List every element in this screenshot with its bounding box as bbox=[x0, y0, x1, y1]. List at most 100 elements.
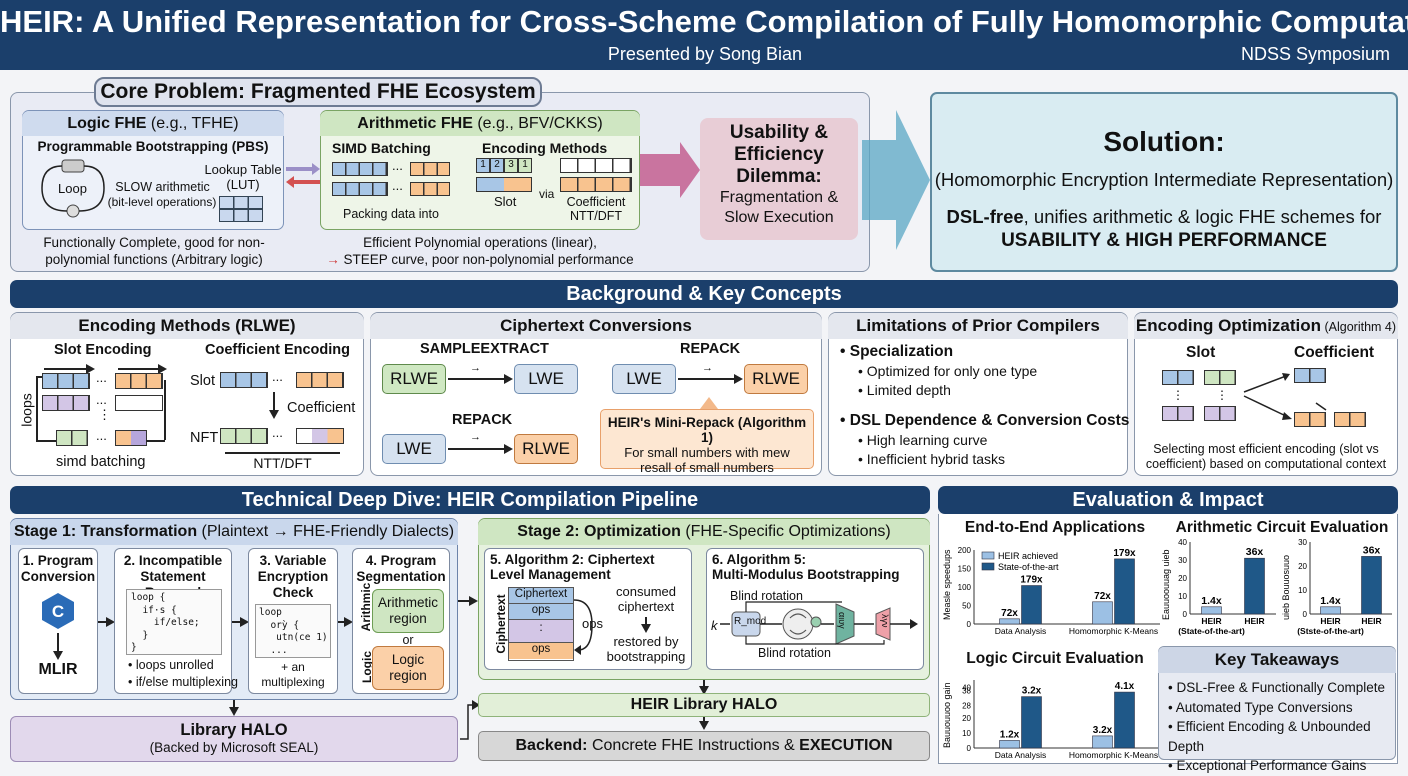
logic-fhe-desc: Functionally Complete, good for non-poly… bbox=[43, 235, 265, 267]
background-title-bar: Background & Key Concepts bbox=[10, 280, 1398, 308]
x-tick-label: HEIR bbox=[1201, 616, 1221, 626]
limitations-panel bbox=[828, 312, 1128, 476]
x-tick-label: HEIR bbox=[1361, 616, 1381, 626]
y-tick-label: 150 bbox=[958, 565, 972, 574]
y-tick-label: 10 bbox=[1298, 586, 1307, 595]
x-tick-sublabel: (State-of-the-art) bbox=[1178, 626, 1245, 636]
code-snippet-2: loop orỳ { utn(ce 1) ... bbox=[255, 604, 331, 658]
solution-sub: (Homomorphic Encryption Intermediate Rep… bbox=[934, 169, 1394, 190]
bar-value-label: 1.2x bbox=[1000, 729, 1020, 740]
backend-box: Backend: Concrete FHE Instructions & EXE… bbox=[478, 731, 930, 761]
takeaway-item: • Automated Type Conversions bbox=[1168, 699, 1353, 715]
page-title: HEIR: A Unified Representation for Cross… bbox=[0, 4, 1408, 39]
y-tick-label: 28 bbox=[962, 702, 971, 711]
legend-label: State-of-the-art bbox=[998, 562, 1059, 572]
x-tick-label: Data Analysis bbox=[995, 626, 1047, 636]
bar bbox=[1201, 606, 1222, 615]
scheme-conversion-arrows bbox=[286, 163, 320, 188]
takeaway-item: • Exceptional Performance Gains bbox=[1168, 758, 1367, 773]
header-banner: HEIR: A Unified Representation for Cross… bbox=[0, 0, 1408, 70]
solution-panel bbox=[930, 92, 1398, 272]
y-tick-label: 20 bbox=[1178, 574, 1187, 583]
takeaway-list: • DSL-Free & Functionally Complete • Aut… bbox=[1168, 678, 1408, 776]
y-tick-label: 20 bbox=[962, 714, 971, 723]
chart-arith-2: 0102030HEIR(Stste-of-the-art)HEIR1.4x36x… bbox=[1281, 538, 1392, 636]
bar-value-label: 72x bbox=[1094, 591, 1111, 602]
rlwe-box-1: RLWE bbox=[382, 364, 446, 394]
lut-label: Lookup Table(LUT) bbox=[204, 162, 282, 192]
loop-diagram bbox=[41, 159, 105, 218]
bar bbox=[1021, 696, 1042, 749]
legend-label: HEIR achieved bbox=[998, 551, 1058, 561]
y-tick-label: 40 bbox=[962, 684, 971, 693]
pbs-label: Programmable Bootstrapping (PBS) bbox=[37, 139, 269, 154]
bar bbox=[1361, 556, 1382, 615]
encoding-optimization-panel bbox=[1134, 312, 1398, 476]
code-snippet-1: loop { if·s { if/else; }} bbox=[126, 589, 222, 655]
bar-value-label: 3.2x bbox=[1022, 686, 1042, 697]
dilemma-box: Usability & Efficiency Dilemma: Fragment… bbox=[700, 118, 858, 240]
bar-value-label: 36x bbox=[1363, 544, 1381, 556]
optimization-arrows bbox=[1243, 373, 1327, 420]
mlir-label: MLIR bbox=[38, 661, 78, 678]
takeaway-item: • Efficient Encoding & Unbounded Depth bbox=[1168, 719, 1371, 754]
cpp-logo-icon: C bbox=[42, 593, 74, 629]
x-tick-label: HEIR bbox=[1320, 616, 1340, 626]
chart-e2e-ylabel: Measle speedups bbox=[942, 549, 952, 620]
evaluation-title-bar: Evaluation & Impact bbox=[938, 486, 1398, 514]
y-tick-label: 40 bbox=[1178, 538, 1187, 547]
simd-label: SIMD Batching bbox=[332, 140, 431, 156]
bar-value-label: 4.1x bbox=[1115, 681, 1135, 692]
presenter: Presented by Song Bian bbox=[607, 44, 803, 64]
rlwe-box-3: RLWE bbox=[514, 434, 578, 464]
solution-title: Solution: bbox=[1103, 126, 1225, 157]
lwe-box-3: LWE bbox=[382, 434, 446, 464]
bar-value-label: 72x bbox=[1001, 608, 1018, 619]
y-tick-label: 30 bbox=[1298, 538, 1307, 547]
y-tick-label: 10 bbox=[1178, 592, 1187, 601]
x-tick-sublabel: (Stste-of-the-art) bbox=[1297, 626, 1364, 636]
solution-arrow bbox=[862, 110, 930, 250]
chart-arith-1: 010203040HEIR(State-of-the-art)HEIR1.4x3… bbox=[1161, 538, 1276, 636]
legend-swatch bbox=[981, 562, 995, 571]
y-tick-label: 38 bbox=[962, 687, 971, 696]
legend-swatch bbox=[981, 551, 995, 560]
arith-fhe-title: Arithmetic FHE (e.g., BFV/CKKS) bbox=[320, 111, 640, 136]
bar-value-label: 179x bbox=[1020, 575, 1043, 586]
loop-label: Loop bbox=[58, 181, 87, 196]
bar bbox=[1021, 585, 1042, 625]
rlwe-box-2: RLWE bbox=[744, 364, 808, 394]
bar-value-label: 179x bbox=[1113, 548, 1136, 559]
bar bbox=[1114, 558, 1135, 625]
x-tick-label: Data Analysis bbox=[995, 750, 1047, 760]
encoding-methods-panel bbox=[10, 312, 364, 476]
bar bbox=[1092, 601, 1113, 625]
y-tick-label: 100 bbox=[958, 583, 972, 592]
y-tick-label: 0 bbox=[967, 744, 972, 753]
x-tick-label: Homomorphic K-Means bbox=[1069, 750, 1158, 760]
bar bbox=[1092, 735, 1113, 749]
library-halo-box: Library HALO (Backed by Microsoft SEAL) bbox=[10, 716, 458, 762]
bar bbox=[1320, 606, 1341, 615]
core-problem-title: Core Problem: Fragmented FHE Ecosystem bbox=[94, 77, 542, 107]
rmod-label: R_mod bbox=[734, 616, 767, 627]
chart-logic-ylabel: Bauuouuoo gain bbox=[942, 682, 952, 748]
bar bbox=[1244, 557, 1265, 615]
pipeline-title-bar: Technical Deep Dive: HEIR Compilation Pi… bbox=[10, 486, 930, 514]
slot-number-cells: 1 2 3 1 bbox=[476, 158, 532, 173]
simd-batching-label: simd batching bbox=[56, 454, 146, 470]
x-tick-label: Homomorphic K-Means bbox=[1069, 626, 1158, 636]
logic-fhe-title: Logic FHE (e.g., TFHE) bbox=[22, 111, 284, 136]
chart-arith-1-ylabel: Eauuoouuag uieb bbox=[1161, 549, 1171, 620]
bar-value-label: 1.4x bbox=[1320, 595, 1341, 607]
ciphertext-stack: Ciphertext ops : ops bbox=[508, 587, 574, 661]
y-tick-label: 0 bbox=[967, 620, 972, 629]
y-tick-label: 20 bbox=[1298, 562, 1307, 571]
x-tick-label: HEIR bbox=[1244, 616, 1264, 626]
halo-connector bbox=[460, 700, 480, 740]
takeaway-item: • DSL-Free & Functionally Complete bbox=[1168, 680, 1386, 695]
